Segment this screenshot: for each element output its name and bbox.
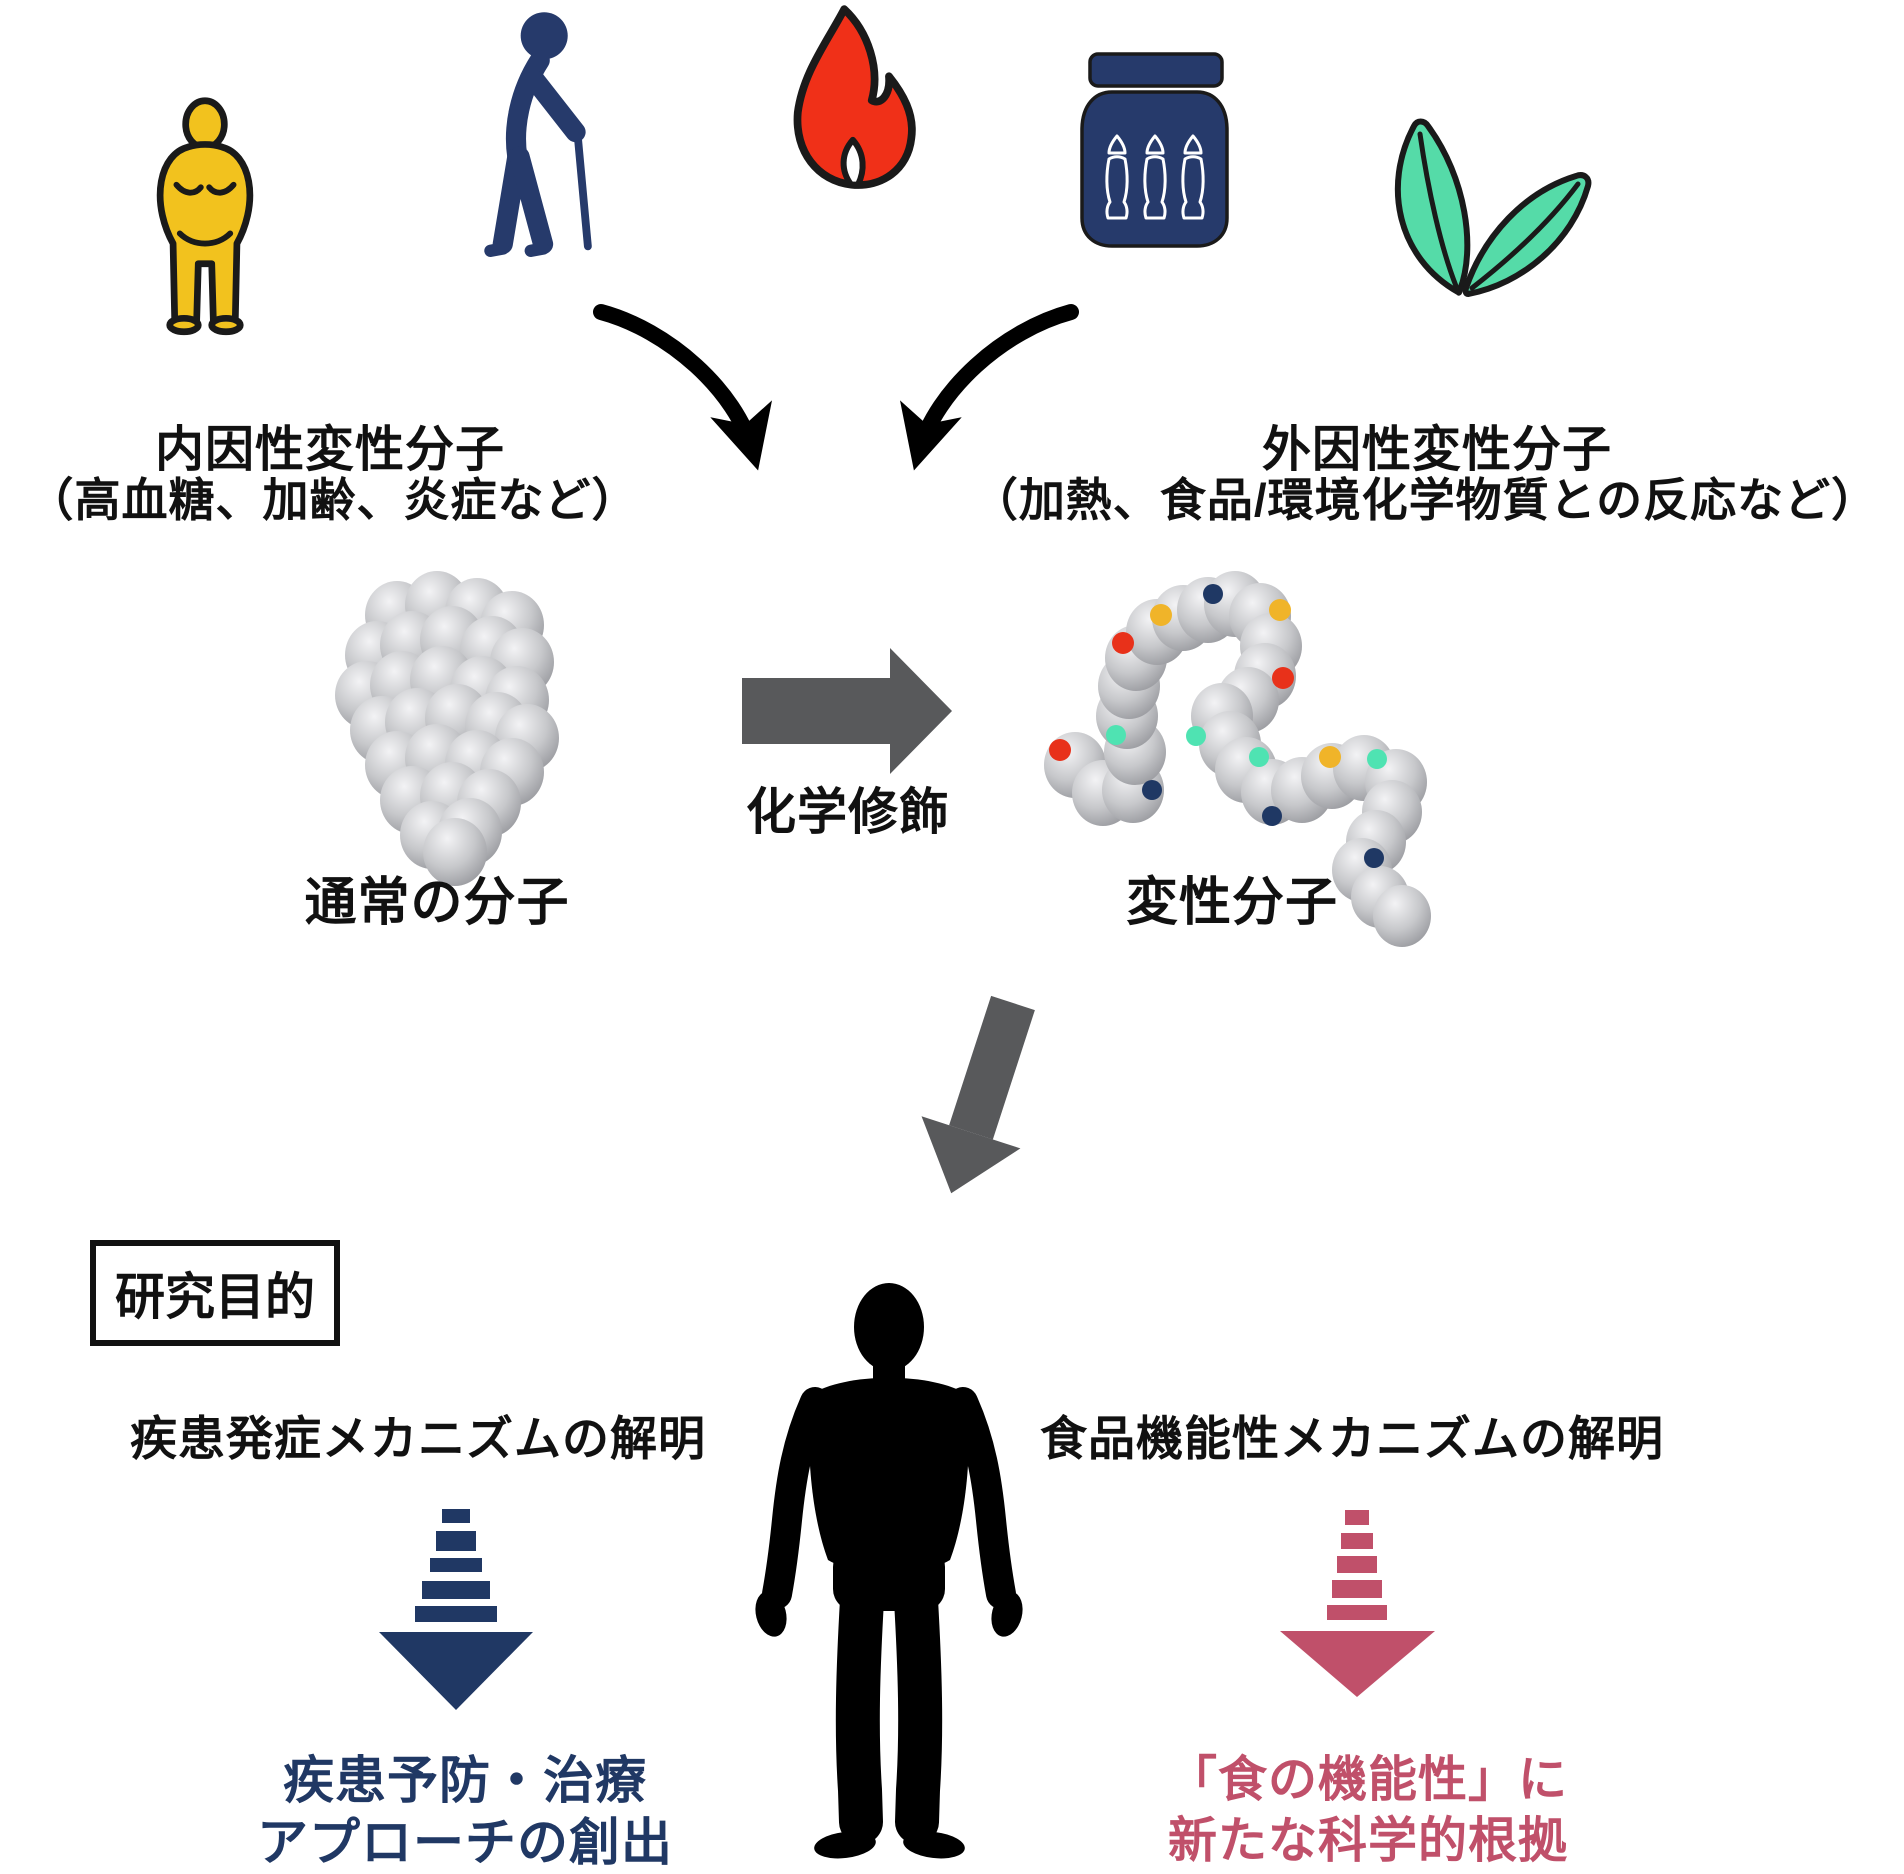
denatured-molecule-label: 変性分子: [1125, 874, 1338, 932]
disease-outcome-text: 疾患予防・治療 アプローチの創出: [165, 1750, 765, 1874]
intrinsic-subtitle: （高血糖、加齢、炎症など）: [27, 474, 639, 526]
obese-person-icon: [156, 97, 254, 336]
chemical-modification-label: 化学修飾: [746, 784, 950, 840]
normal-molecule-illustration: [335, 571, 559, 886]
food-funnel-arrow: [1280, 1510, 1435, 1697]
leaves-icon: [1394, 118, 1592, 297]
modification-markers: [1049, 584, 1387, 868]
food-outcome-text: 「食の機能性」に 新たな科学的根拠: [1068, 1750, 1668, 1872]
disease-outcome-line1: 疾患予防・治療: [282, 1752, 647, 1809]
extrinsic-title: 外因性変性分子: [1261, 423, 1612, 477]
normal-molecule-label: 通常の分子: [304, 874, 570, 932]
elderly-person-icon: [484, 12, 592, 257]
disease-outcome-line2: アプローチの創出: [256, 1814, 673, 1872]
research-purpose-label: 研究目的: [115, 1269, 315, 1325]
food-outcome-line2: 新たな科学的根拠: [1167, 1813, 1568, 1868]
food-outcome-line1: 「食の機能性」に: [1167, 1753, 1568, 1807]
flame-icon: [793, 5, 916, 189]
intrinsic-title: 内因性変性分子: [154, 423, 505, 477]
disease-mechanism-heading: 疾患発症メカニズムの解明: [130, 1412, 706, 1465]
research-purpose-box: 研究目的: [90, 1240, 340, 1346]
extrinsic-curved-arrow: [900, 304, 1079, 471]
chemical-modification-arrow: [742, 648, 952, 774]
denatured-molecule-illustration: [1044, 571, 1431, 947]
human-silhouette: [755, 1283, 1023, 1859]
fish-jar-icon: [1080, 52, 1229, 248]
disease-funnel-arrow: [379, 1509, 533, 1710]
extrinsic-subtitle: （加熱、食品/環境化学物質との反応など）: [971, 474, 1879, 526]
intrinsic-curved-arrow: [593, 304, 772, 471]
downward-arrow: [921, 995, 1035, 1194]
food-function-heading: 食品機能性メカニズムの解明: [1040, 1412, 1664, 1465]
